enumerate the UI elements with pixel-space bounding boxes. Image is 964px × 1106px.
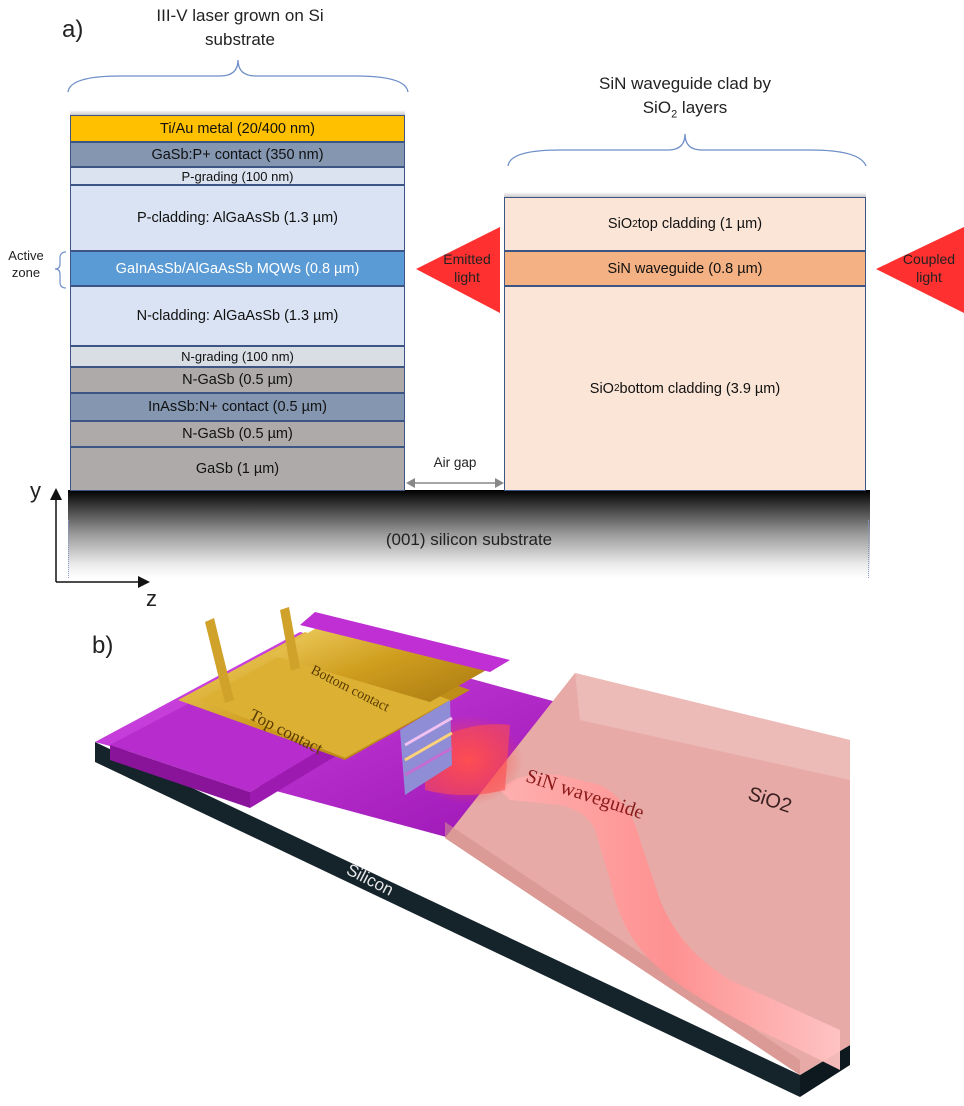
layer-n-gasb-upper: N-GaSb (0.5 µm) — [70, 367, 405, 393]
cladding-top-highlight — [575, 673, 850, 780]
laser-caption: III-V laser grown on Si substrate — [95, 4, 385, 52]
substrate-right-edge — [868, 520, 869, 578]
top-contact-ridge — [200, 645, 450, 758]
coupled-light-triangle — [876, 227, 964, 313]
emitted-light-label: Emitted light — [443, 251, 491, 285]
bottom-contact-pad — [270, 620, 490, 702]
coordinate-axes — [50, 488, 150, 588]
base-front-side — [95, 742, 800, 1097]
silicon-substrate — [68, 490, 870, 578]
panel-a-label: a) — [62, 16, 84, 43]
layer-n-grading: N-grading (100 nm) — [70, 346, 405, 367]
laser-caption-line2: substrate — [205, 30, 275, 49]
laser-brace — [67, 59, 409, 93]
layer-n-cladding: N-cladding: AlGaAsSb (1.3 µm) — [70, 286, 405, 346]
layer-mqws: GaInAsSb/AlGaAsSb MQWs (0.8 µm) — [70, 251, 405, 286]
device-3d-render — [95, 607, 850, 1097]
air-gap-arrow — [406, 478, 504, 488]
sin-waveguide-strip — [500, 774, 840, 1070]
layer-n-gasb-lower: N-GaSb (0.5 µm) — [70, 421, 405, 447]
layer-ti-au-metal: Ti/Au metal (20/400 nm) — [70, 115, 405, 142]
coupled-light-label: Coupled light — [902, 251, 956, 285]
waveguide-caption-line1: SiN waveguide clad by — [599, 74, 771, 93]
substrate-label: (001) silicon substrate — [385, 530, 553, 549]
layer-gasb-p-contact: GaSb:P+ contact (350 nm) — [70, 142, 405, 167]
laser-mesa-front — [110, 745, 250, 808]
panel-b-label: b) — [92, 632, 114, 659]
layer-inassb-n-contact: InAsSb:N+ contact (0.5 µm) — [70, 393, 405, 421]
cladding-front-face — [445, 822, 800, 1075]
axis-z-label: z — [146, 586, 157, 611]
waveguide-caption: SiN waveguide clad by SiO2 layers — [540, 72, 830, 126]
waveguide-brace — [507, 133, 867, 167]
emitted-light-triangle — [416, 227, 500, 313]
layer-sin-waveguide: SiN waveguide (0.8 µm) — [504, 251, 866, 286]
probe-pin-right — [280, 607, 300, 671]
rear-mesa — [300, 612, 510, 672]
layer-gasb-buffer: GaSb (1 µm) — [70, 447, 405, 491]
waveguide-caption-line2: SiO2 layers — [642, 98, 728, 121]
laser-shadow — [70, 110, 405, 116]
air-gap-label: Air gap — [433, 455, 477, 470]
layer-p-cladding: P-cladding: AlGaAsSb (1.3 µm) — [70, 185, 405, 251]
probe-pin-left — [205, 618, 234, 703]
layer-p-grading: P-grading (100 nm) — [70, 167, 405, 185]
active-zone-brace — [54, 251, 67, 289]
substrate-left-edge — [68, 520, 69, 578]
active-zone-label: Active zone — [8, 248, 44, 280]
axis-y-label: y — [30, 478, 41, 503]
waveguide-shadow — [504, 192, 866, 198]
laser-caption-line1: III-V laser grown on Si — [156, 6, 324, 25]
